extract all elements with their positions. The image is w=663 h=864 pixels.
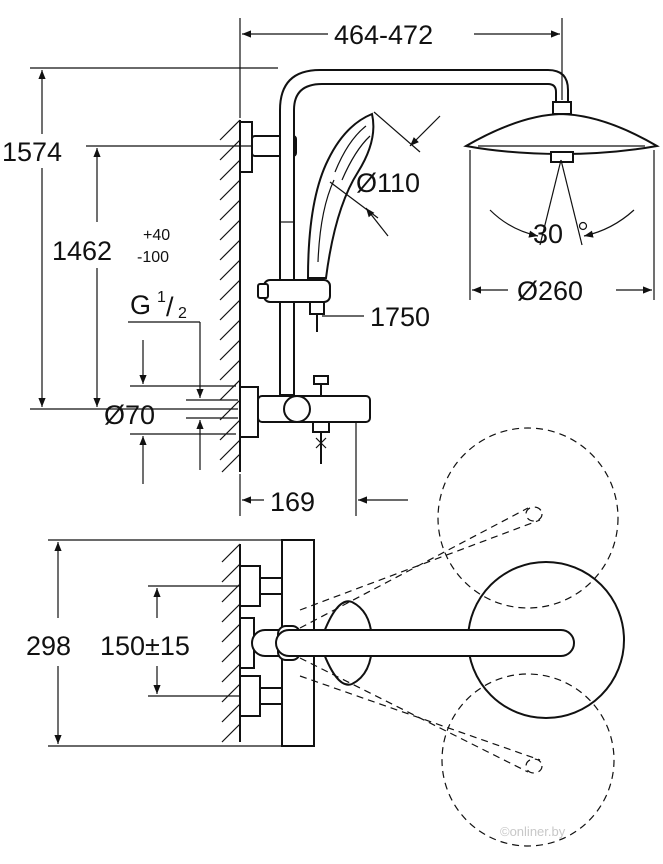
head-shower-plan bbox=[275, 561, 625, 719]
plan-view: 298 150±15 bbox=[26, 427, 625, 847]
hand-shower bbox=[306, 112, 375, 279]
plan-depth-value: 298 bbox=[26, 631, 71, 661]
head-tilt-annotation: 30 bbox=[489, 159, 635, 249]
dim-spout: 169 bbox=[239, 422, 408, 517]
dim-plan-depth: 298 bbox=[26, 539, 300, 747]
dim-inlet-spacing: 150±15 bbox=[100, 585, 240, 697]
wall-section-plan bbox=[221, 543, 241, 743]
head-tilt-angle: 30 bbox=[533, 219, 563, 249]
outlet-height-value: 1462 bbox=[52, 236, 112, 266]
dim-thread: G 1 / 2 bbox=[128, 289, 238, 470]
wall-section-elevation bbox=[219, 119, 241, 473]
rail-projection-value: 464-472 bbox=[334, 20, 433, 50]
total-height-value: 1574 bbox=[2, 137, 62, 167]
dim-escutcheon: Ø70 bbox=[104, 340, 236, 484]
dim-rail-projection: 464-472 bbox=[239, 18, 563, 118]
inlet-spacing-value: 150±15 bbox=[100, 631, 190, 661]
watermark: ©onliner.by bbox=[500, 824, 566, 839]
degree-symbol bbox=[578, 221, 588, 231]
thread-slash: / bbox=[166, 292, 174, 322]
outlet-height-tol-minus: -100 bbox=[137, 249, 169, 266]
escutcheon-diameter-value: Ø70 bbox=[104, 400, 155, 430]
dim-outlet-height: 1462 +40 -100 bbox=[52, 145, 252, 407]
outlet-height-tol-plus: +40 bbox=[143, 227, 170, 244]
dim-total-height: 1574 bbox=[2, 67, 278, 410]
elevation-view: 30 bbox=[2, 18, 660, 517]
dim-hand-shower: Ø110 bbox=[329, 111, 441, 237]
head-shower-side bbox=[463, 101, 660, 163]
thread-numerator: 1 bbox=[157, 289, 166, 306]
hand-shower-diameter-value: Ø110 bbox=[356, 168, 420, 198]
thread-denominator: 2 bbox=[178, 305, 187, 322]
dim-head-shower: Ø260 bbox=[469, 150, 655, 306]
dim-hose: 1750 bbox=[322, 302, 430, 332]
hose-length-value: 1750 bbox=[370, 302, 430, 332]
spout-projection-value: 169 bbox=[270, 487, 315, 517]
head-shower-diameter-value: Ø260 bbox=[517, 276, 583, 306]
hand-shower-slider bbox=[257, 279, 331, 332]
thermostat-elevation bbox=[239, 375, 371, 464]
rotation-range bbox=[299, 427, 619, 847]
thread-letter: G bbox=[130, 290, 151, 320]
